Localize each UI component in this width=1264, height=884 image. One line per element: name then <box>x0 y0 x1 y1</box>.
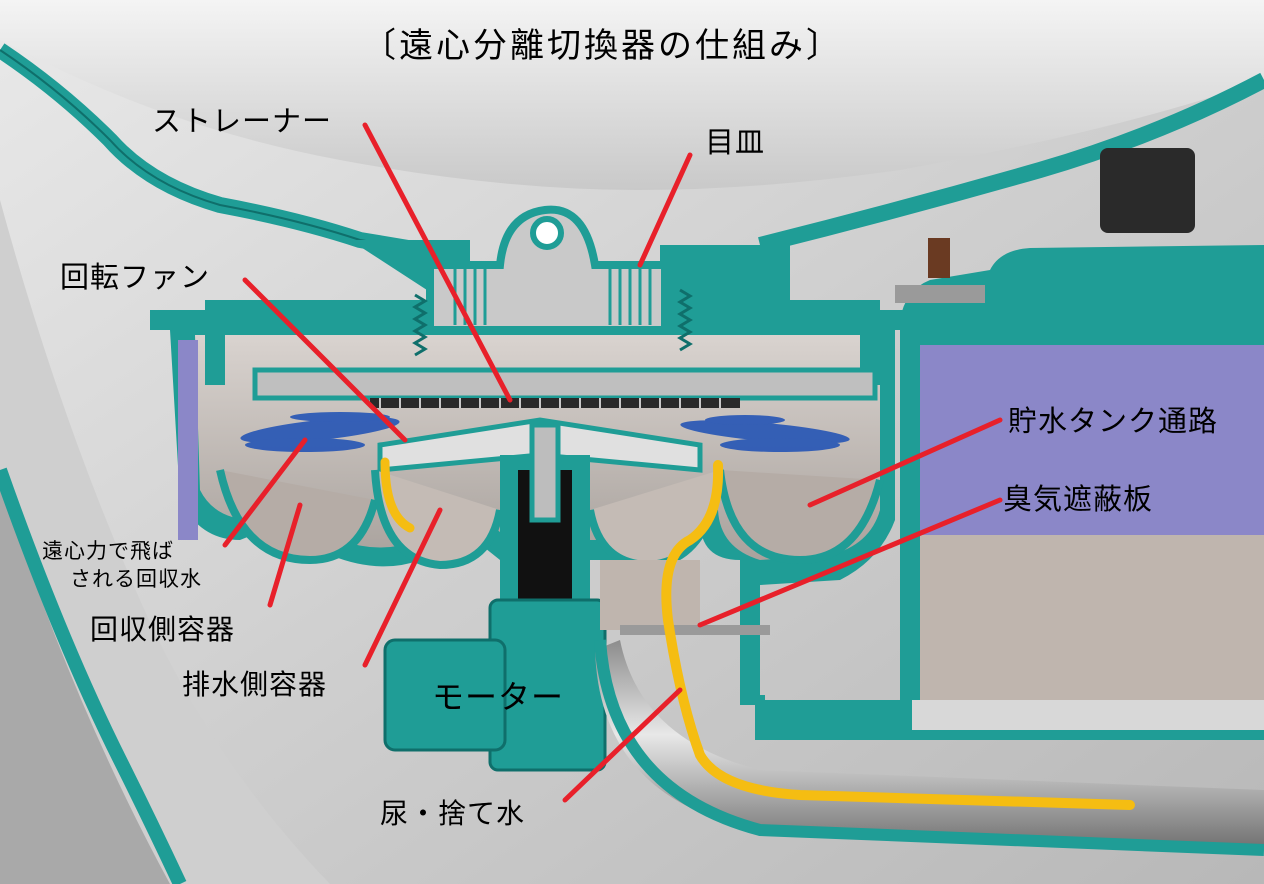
seat-ring-left <box>205 240 470 385</box>
leader-odor-shield <box>697 497 1003 628</box>
label-odor-shield: 臭気遮蔽板 <box>1003 482 1154 516</box>
motor-block-left <box>383 638 507 752</box>
thread-right <box>677 288 693 352</box>
meza-hole <box>530 216 564 250</box>
motor-shaft <box>529 422 561 523</box>
label-centrifugal-water-line2: される回収水 <box>70 567 202 591</box>
leader-lines <box>222 122 1003 803</box>
flow-urine-waste <box>661 460 1135 810</box>
diagram-title: 〔遠心分離切換器の仕組み〕 <box>362 26 843 66</box>
odor-shield-plate <box>620 625 770 635</box>
label-strainer: ストレーナー <box>152 104 333 138</box>
label-rotating-fan: 回転ファン <box>60 260 211 294</box>
shell-top-left-edge <box>0 49 421 251</box>
label-motor: モーター <box>432 678 565 716</box>
leader-urine-waste <box>562 687 683 803</box>
label-meza: 目皿 <box>705 125 766 159</box>
label-urine-waste: 尿・捨て水 <box>380 797 526 830</box>
centrifugal-spray <box>240 412 850 452</box>
bowl-upper-surface <box>0 0 1264 190</box>
odor-shield-area <box>600 560 700 630</box>
bracket-plate <box>895 285 985 303</box>
tank-passage <box>920 345 1264 535</box>
fan-teeth <box>379 398 721 408</box>
drain-pipe <box>595 640 1264 850</box>
meza-cover <box>426 205 669 334</box>
tank-lower-cavity <box>920 535 1264 715</box>
leader-recovery-container <box>267 502 303 608</box>
sensor-wire <box>928 238 950 278</box>
leader-tank-passage <box>807 417 1003 508</box>
label-centrifugal-water: 遠心力で飛ば される回収水 <box>42 537 202 593</box>
shell-left-lower <box>0 467 187 884</box>
left-purple-panel <box>178 340 198 540</box>
flow-left <box>380 457 415 533</box>
tank-floor-line <box>912 700 1264 730</box>
label-centrifugal-water-line1: 遠心力で飛ば <box>42 539 174 563</box>
leader-centrifugal-water <box>222 437 308 548</box>
leader-rotating-fan <box>242 277 408 443</box>
meza-slots <box>453 268 652 325</box>
leader-drain-container <box>362 507 443 668</box>
drain-pipe-shell-lower <box>594 639 1264 856</box>
label-drain-container: 排水側容器 <box>182 668 328 701</box>
label-tank-passage: 貯水タンク通路 <box>1008 404 1219 438</box>
top-right-post <box>1100 148 1195 233</box>
leader-meza <box>637 152 693 268</box>
drain-pipe-shell-upper <box>740 695 765 740</box>
thread-left <box>412 293 428 357</box>
left-shadow-dark <box>0 480 170 884</box>
fan-blades <box>370 398 740 408</box>
label-recovery-container: 回収側容器 <box>90 613 236 646</box>
seat-ring-right <box>660 245 880 385</box>
shell-top-right <box>758 72 1264 253</box>
leader-strainer <box>362 122 513 403</box>
